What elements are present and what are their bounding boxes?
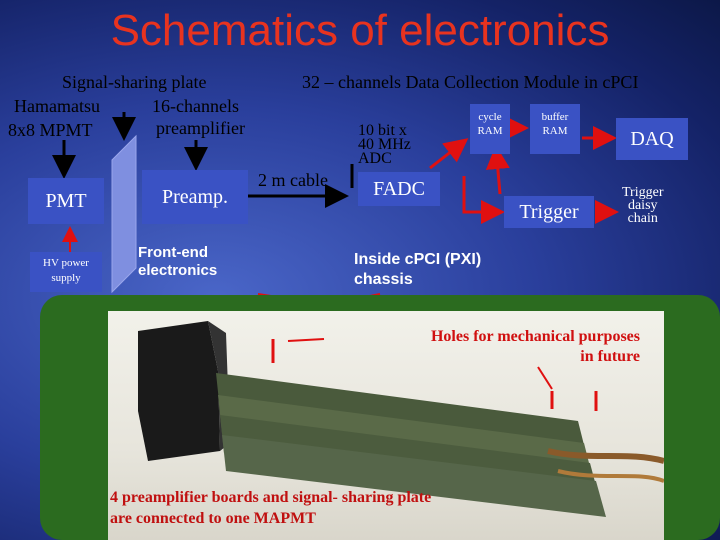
hardware-photo-drawing: [138, 321, 664, 517]
holes-note: Holes for mechanical purposes in future: [340, 327, 640, 367]
hv-label-line1: HV power: [43, 257, 89, 269]
inside-cpci-label: Inside cPCI (PXI) chassis: [354, 250, 481, 290]
cycle-ram-line2: RAM: [477, 125, 503, 137]
buffer-ram-line2: RAM: [542, 125, 568, 137]
hardware-photo-frame: Holes for mechanical purposes in future …: [40, 295, 720, 540]
inside-line1: Inside cPCI (PXI): [354, 251, 482, 268]
buffer-ram-line1: buffer: [541, 111, 569, 123]
hv-power-supply-box: HV power supply: [30, 252, 102, 292]
label-preamplifier: preamplifier: [156, 118, 245, 138]
pmt-box: PMT: [28, 178, 104, 224]
preamp-box: Preamp.: [142, 170, 248, 224]
arrow-trigger-to-cycle: [485, 145, 510, 195]
frontend-electronics-label: Front-end electronics: [138, 244, 217, 280]
signal-sharing-plate: [111, 134, 137, 294]
label-hamamatsu: Hamamatsu: [14, 96, 100, 116]
slide-title: Schematics of electronics: [110, 6, 610, 55]
trigger-daisy-chain-label: Trigger daisy chain: [622, 185, 664, 226]
frontend-line1: Front-end: [138, 244, 208, 261]
daisy-line3: chain: [627, 211, 658, 226]
caption-line2: are connected to one MAPMT: [110, 510, 316, 527]
hv-label-line2: supply: [51, 272, 81, 284]
frontend-line2: electronics: [138, 262, 218, 279]
caption-line1: 4 preamplifier boards and signal- sharin…: [110, 489, 432, 506]
daisy-line1: Trigger: [622, 185, 664, 200]
daisy-line2: daisy: [627, 198, 658, 213]
arrow-fadc-to-cycle: [429, 138, 469, 170]
cycle-ram-box: cycle RAM: [470, 104, 510, 154]
label-2m-cable: 2 m cable: [258, 170, 328, 190]
photo-caption: 4 preamplifier boards and signal- sharin…: [110, 487, 431, 529]
adc-line3: ADC: [358, 150, 392, 167]
label-signal-sharing-plate: Signal-sharing plate: [62, 72, 207, 92]
arrow-fadc-to-trigger: [462, 176, 505, 224]
label-16-channels: 16-channels: [152, 96, 239, 116]
label-mpmt: 8x8 MPMT: [8, 120, 93, 140]
adc-line1: 10 bit x: [358, 122, 407, 139]
cycle-ram-line1: cycle: [478, 111, 502, 123]
adc-line2: 40 MHz: [358, 136, 411, 153]
holes-line1: Holes for mechanical purposes: [430, 328, 640, 345]
daq-box: DAQ: [616, 118, 688, 160]
hardware-photo: Holes for mechanical purposes in future: [108, 311, 664, 540]
module-title: 32 – channels Data Collection Module in …: [302, 72, 639, 92]
holes-line2: in future: [580, 348, 640, 365]
adc-label: 10 bit x 40 MHz ADC: [358, 122, 411, 167]
inside-line2: chassis: [354, 271, 413, 288]
fadc-box: FADC: [358, 172, 440, 206]
trigger-box: Trigger: [504, 196, 594, 228]
buffer-ram-box: buffer RAM: [530, 104, 580, 154]
